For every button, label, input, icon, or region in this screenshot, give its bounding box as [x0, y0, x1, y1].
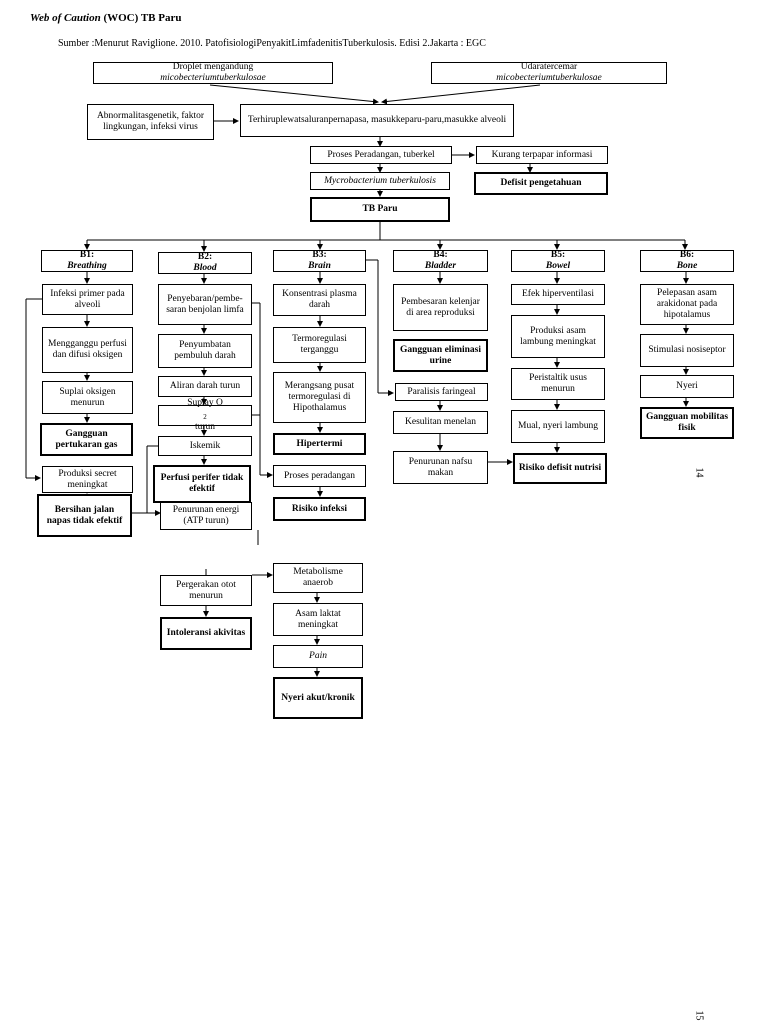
box-gangguan-mobilitas-fisik: Gangguan mobilitas fisik: [640, 407, 734, 439]
header-b5: B5: Bowel: [511, 250, 605, 272]
box-peristaltik-usus: Peristaltik usus menurun: [511, 368, 605, 400]
box-risiko-infeksi: Risiko infeksi: [273, 497, 366, 521]
box-tb-paru: TB Paru: [310, 197, 450, 222]
box-aliran-darah: Aliran darah turun: [158, 376, 252, 397]
box-defisit-pengetahuan: Defisit pengetahuan: [474, 172, 608, 195]
box-paralisis-faringeal: Paralisis faringeal: [395, 383, 488, 401]
box-merangsang: Merangsang pusat termoregulasi di Hipoth…: [273, 372, 366, 423]
box-suplai-oksigen: Suplai oksigen menurun: [42, 381, 133, 414]
page-number-14: 14: [693, 467, 705, 478]
box-kurang-informasi: Kurang terpapar informasi: [476, 146, 608, 164]
box-kesulitan-menelan: Kesulitan menelan: [393, 411, 488, 434]
box-nyeri: Nyeri: [640, 375, 734, 398]
header-b6: B6: Bone: [640, 250, 734, 272]
box-mual-nyeri-lambung: Mual, nyeri lambung: [511, 410, 605, 443]
header-b2: B2: Blood: [158, 252, 252, 274]
box-risiko-defisit-nutrisi: Risiko defisit nutrisi: [513, 453, 607, 484]
page-number-15: 15: [693, 1010, 705, 1021]
box-terhirup: Terhiruplewatsaluranpernapasa, masukkepa…: [240, 104, 514, 137]
box-produksi-asam-lambung: Produksi asam lambung meningkat: [511, 315, 605, 358]
box-abnormalitas: Abnormalitasgenetik, faktor lingkungan, …: [87, 104, 214, 140]
box-hipertermi: Hipertermi: [273, 433, 366, 455]
box-penurunan-energi: Penurunan energi (ATP turun): [160, 502, 252, 530]
box-proses-peradangan: Proses Peradangan, tuberkel: [310, 146, 452, 164]
box-gangguan-eliminasi-urine: Gangguan eliminasi urine: [393, 339, 488, 372]
header-b1: B1: Breathing: [41, 250, 133, 272]
box-infeksi-primer: Infeksi primer pada alveoli: [42, 284, 133, 315]
box-asam-laktat: Asam laktat meningkat: [273, 603, 363, 636]
box-penyumbatan: Penyumbatan pembuluh darah: [158, 334, 252, 368]
box-gangguan-pertukaran-gas: Gangguan pertukaran gas: [40, 423, 133, 456]
header-b3: B3: Brain: [273, 250, 366, 272]
box-pembesaran-kelenjar: Pembesaran kelenjar di area reproduksi: [393, 284, 488, 331]
box-iskemik: Iskemik: [158, 436, 252, 456]
page-title: Web of Caution (WOC) TB Paru: [30, 12, 182, 24]
box-mycobacterium: Mycrobacterium tuberkulosis: [310, 172, 450, 190]
box-penurunan-nafsu-makan: Penurunan nafsu makan: [393, 451, 488, 484]
box-pelepasan-asam: Pelepasan asam arakidonat pada hipotalam…: [640, 284, 734, 325]
box-stimulasi-nosiseptor: Stimulasi nosiseptor: [640, 334, 734, 367]
source-citation: Sumber :Menurut Raviglione. 2010. Patofi…: [58, 38, 486, 49]
box-konsentrasi-plasma: Konsentrasi plasma darah: [273, 284, 366, 316]
header-b4: B4: Bladder: [393, 250, 488, 272]
box-bersihan-jalan-napas: Bersihan jalan napas tidak efektif: [37, 494, 132, 537]
box-mengganggu-perfusi: Mengganggu perfusi dan difusi oksigen: [42, 327, 133, 373]
box-intoleransi-aktivitas: Intoleransi akivitas: [160, 617, 252, 650]
box-termoregulasi: Termoregulasi terganggu: [273, 327, 366, 363]
box-metabolisme-anaerob: Metabolisme anaerob: [273, 563, 363, 593]
box-proses-peradangan-b3: Proses peradangan: [273, 465, 366, 487]
box-efek-hiperventilasi: Efek hiperventilasi: [511, 284, 605, 305]
box-produksi-secret: Produksi secret meningkat: [42, 466, 133, 493]
box-perfusi-perifer: Perfusi perifer tidak efektif: [153, 465, 251, 503]
box-pain: Pain: [273, 645, 363, 668]
box-penyebaran: Penyebaran/pembe-saran benjolan limfa: [158, 284, 252, 325]
box-nyeri-akut-kronik: Nyeri akut/kronik: [273, 677, 363, 719]
box-pergerakan-otot: Pergerakan otot menurun: [160, 575, 252, 606]
